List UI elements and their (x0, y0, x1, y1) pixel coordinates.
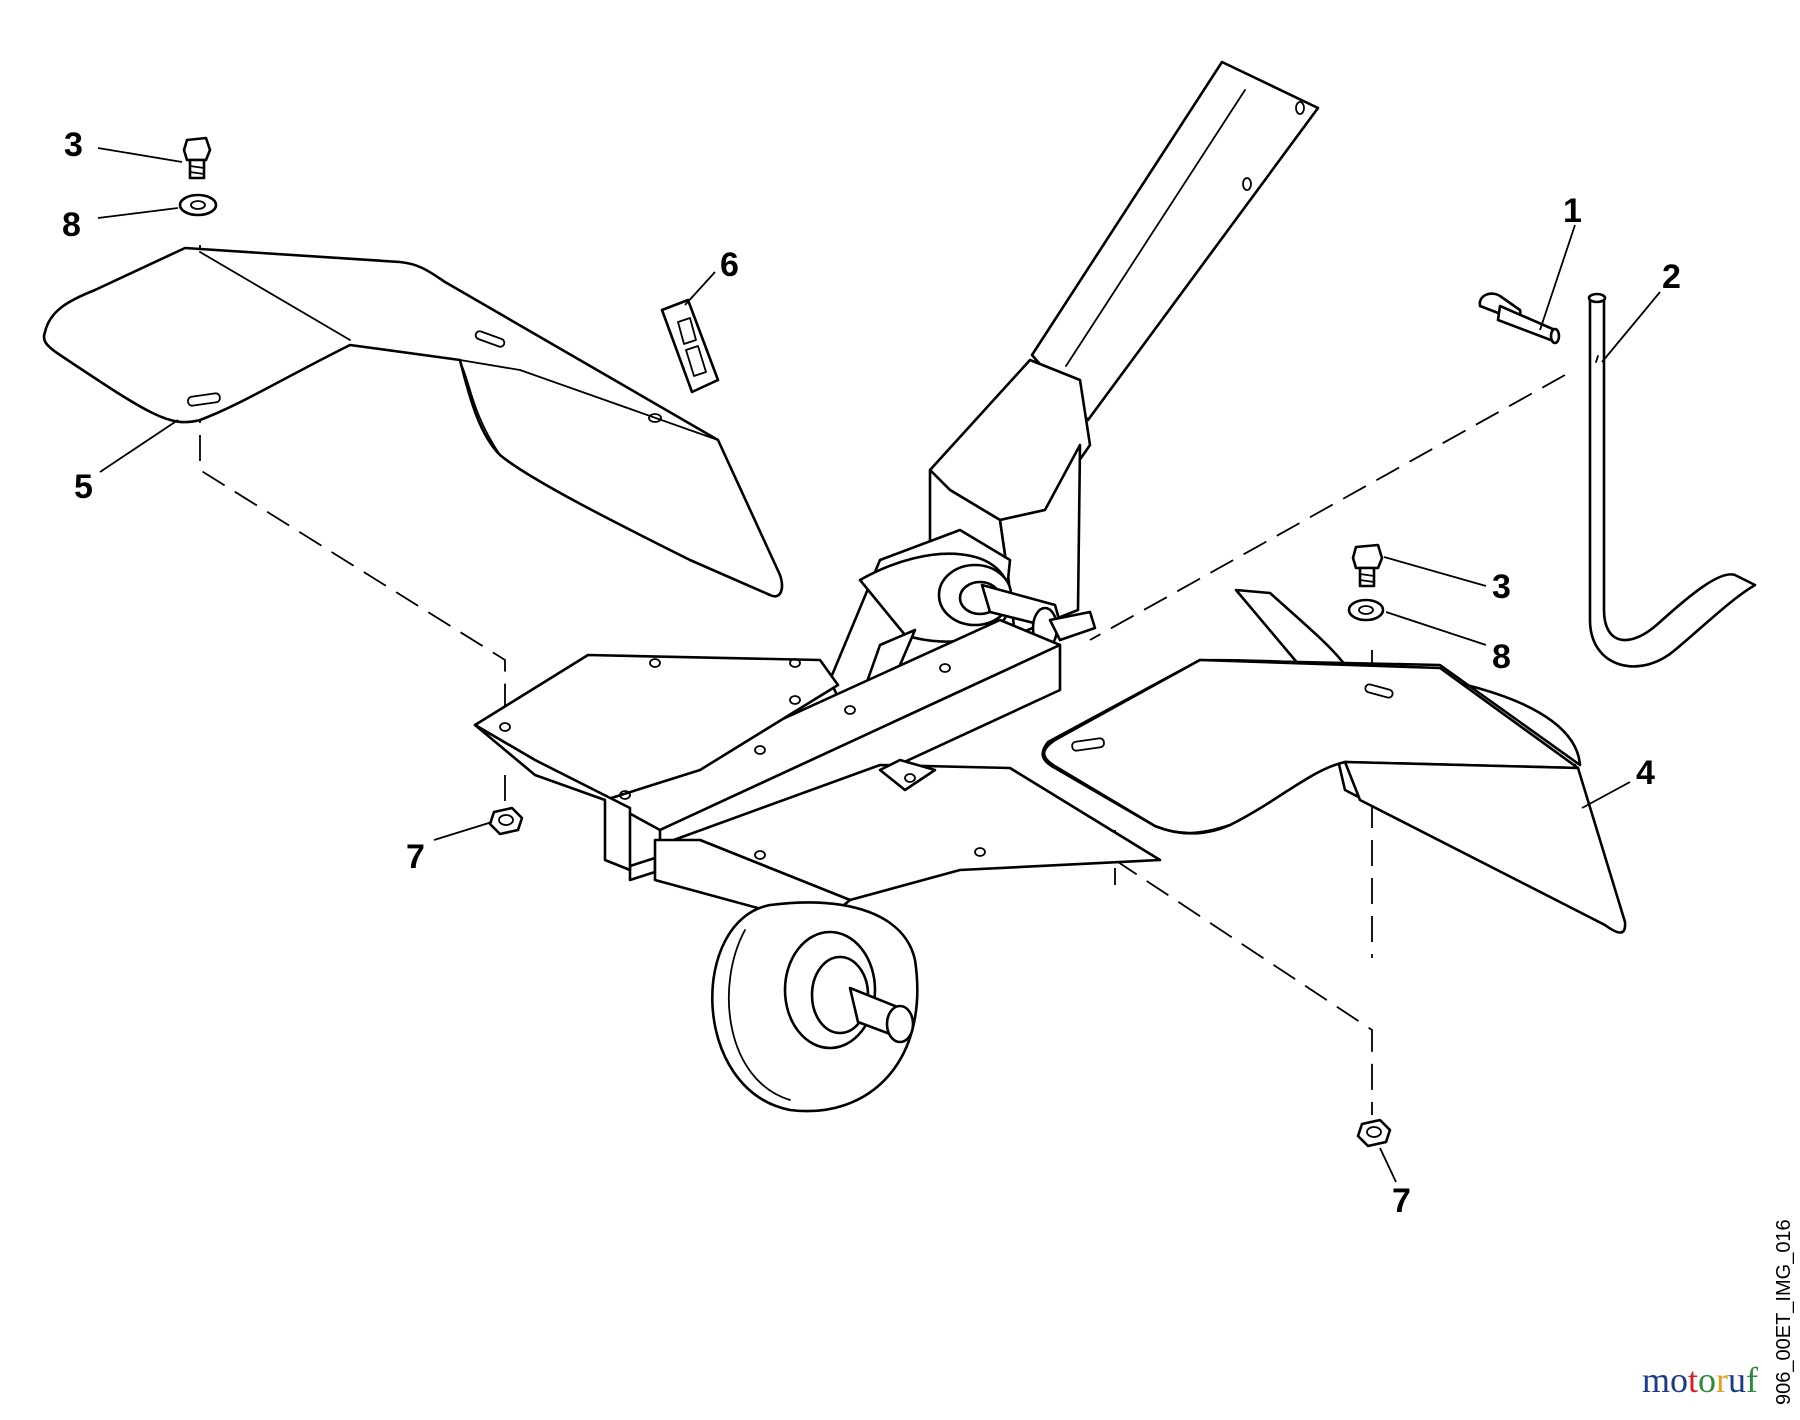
brand-letter: r (1716, 1360, 1728, 1400)
nut-left (488, 806, 524, 836)
callout-5: 5 (74, 468, 93, 506)
leader-lines (97, 147, 1661, 1183)
callout-8-left: 8 (62, 206, 81, 244)
callout-6: 6 (720, 246, 739, 284)
right-shield (1041, 588, 1627, 934)
bolt-right (1351, 543, 1384, 588)
brand-letter: f (1746, 1360, 1758, 1400)
callout-4: 4 (1636, 754, 1655, 792)
image-code: 906_00ET_IMG_016 (1773, 1219, 1795, 1405)
callout-7-left: 7 (406, 838, 425, 876)
brand-letter: o (1698, 1360, 1716, 1400)
callout-2: 2 (1662, 258, 1681, 296)
washer-left (178, 193, 218, 217)
callout-7-right: 7 (1392, 1182, 1411, 1220)
bolt-left (182, 136, 212, 180)
callout-3-right: 3 (1492, 568, 1511, 606)
brand-letter: t (1688, 1360, 1698, 1400)
washer-right (1347, 598, 1385, 622)
nut-right (1356, 1118, 1392, 1148)
callout-8-right: 8 (1492, 638, 1511, 676)
left-shield (42, 246, 784, 598)
callouts: 3 8 5 6 1 2 3 8 4 7 7 (62, 126, 1681, 1220)
brand-letter: u (1728, 1360, 1746, 1400)
decal (660, 298, 720, 394)
callout-3-left: 3 (64, 126, 83, 164)
brand-watermark: motoruf (1642, 1360, 1758, 1400)
callout-1: 1 (1563, 192, 1582, 230)
j-hook-rod (1587, 292, 1757, 668)
wheel (710, 901, 919, 1113)
brand-letter: o (1670, 1360, 1688, 1400)
brand-letter: m (1642, 1360, 1670, 1400)
left-base-plate (473, 653, 840, 872)
handle-tube (1030, 60, 1320, 422)
pin-clip (1478, 292, 1561, 345)
